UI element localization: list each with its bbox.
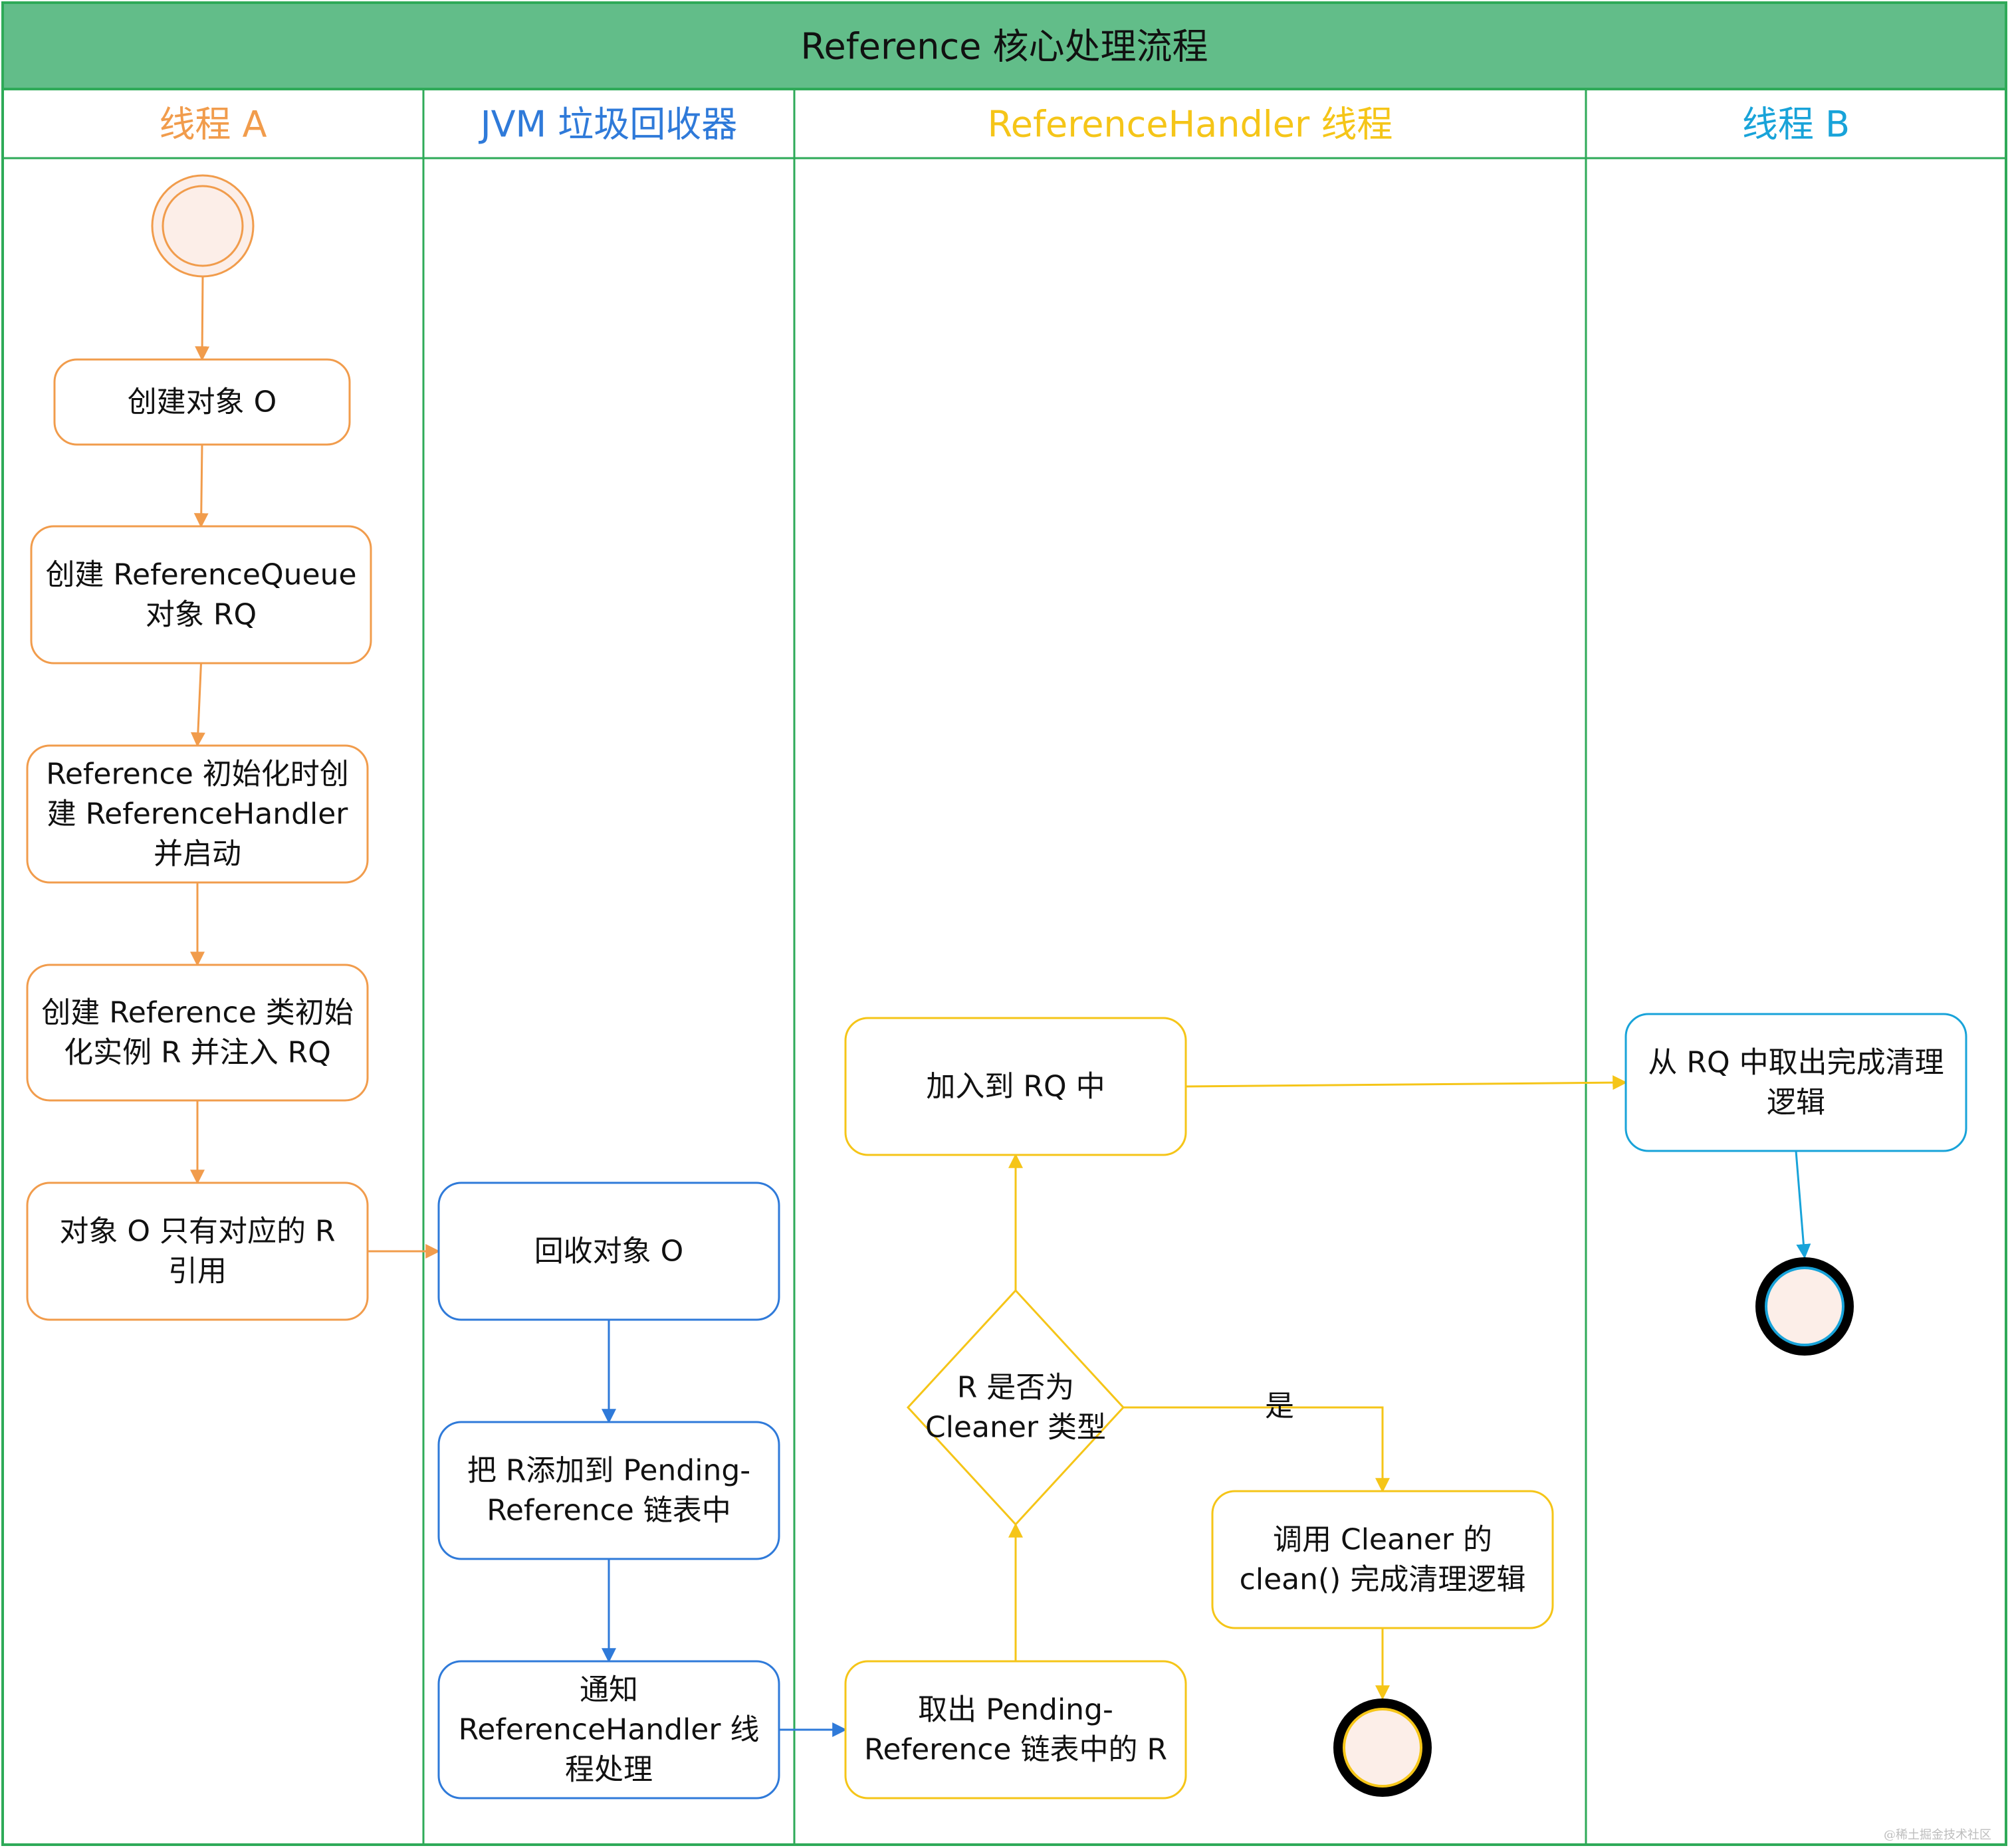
task-box (844, 1660, 1187, 1799)
node-text-line: 程处理 (565, 1753, 653, 1787)
node-end-handler (1333, 1698, 1432, 1797)
arrow-is-cleaner-to-call-clean (1123, 1406, 1390, 1493)
diagram-title: Reference 核心处理流程 (800, 26, 1208, 68)
arrow-create-o-to-create-rq (193, 444, 209, 528)
node-only-r: 对象 O 只有对应的 R 引用 (26, 1181, 369, 1321)
task-box (30, 525, 372, 665)
lane-header-lane-jvm: JVM 垃圾回收器 (479, 104, 738, 146)
edge-label-yes: 是 (1265, 1389, 1294, 1423)
node-text-line: 化实例 R 并注入 RQ (64, 1036, 331, 1070)
node-text-line: 建 ReferenceHandler (47, 797, 349, 831)
node-start (151, 174, 255, 278)
task-box (26, 744, 369, 884)
node-text-line: clean() 完成清理逻辑 (1240, 1563, 1526, 1597)
decision-diamond (906, 1288, 1125, 1526)
node-text-line: Reference 初始化时创 (46, 758, 349, 791)
start-node-inner (162, 185, 244, 267)
end-node-core (1343, 1708, 1422, 1788)
task-box (26, 964, 369, 1102)
title-bar (1, 1, 2007, 90)
lane-header-lane-b: 线程 B (1742, 104, 1850, 146)
task-box (437, 1181, 780, 1321)
node-text-line: 创建 Reference 类初始 (41, 996, 354, 1030)
node-text-line: 逻辑 (1767, 1086, 1825, 1120)
node-gc-o: 回收对象 O (437, 1181, 780, 1321)
node-enqueue: 加入到 RQ 中 (844, 1017, 1187, 1156)
node-text-line: ReferenceHandler 线 (459, 1713, 760, 1747)
node-create-o: 创建对象 O (53, 358, 351, 446)
node-text-line: 引用 (168, 1255, 227, 1288)
node-text-line: 从 RQ 中取出完成清理 (1648, 1046, 1944, 1080)
node-is-cleaner: R 是否为 Cleaner 类型 (906, 1288, 1125, 1526)
node-add-pending: 把 R添加到 Pending- Reference 链表中 (437, 1421, 780, 1560)
arrow-start-to-create-o (195, 276, 210, 361)
node-text-line: 取出 Pending- (918, 1693, 1113, 1727)
node-take-r: 取出 Pending- Reference 链表中的 R (844, 1660, 1187, 1799)
nodes: 创建对象 O 创建 ReferenceQueue 对象 RQ Reference 初始… (26, 174, 1967, 1799)
connectors: 是 (190, 276, 1811, 1737)
node-text-line: 创建 ReferenceQueue (45, 558, 356, 592)
node-text-line: 回收对象 O (534, 1235, 684, 1269)
lane-header-lane-a: 线程 A (159, 104, 267, 146)
node-text-line: Cleaner 类型 (925, 1411, 1106, 1445)
node-text-line: 加入到 RQ 中 (926, 1070, 1105, 1104)
task-box (1624, 1013, 1967, 1152)
task-box (437, 1421, 780, 1560)
task-box (437, 1660, 780, 1799)
task-box (1211, 1490, 1554, 1629)
arrow-poll-rq-to-end-b (1795, 1150, 1811, 1259)
node-call-clean: 调用 Cleaner 的 clean() 完成清理逻辑 (1211, 1490, 1554, 1629)
lane-header-lane-handler: ReferenceHandler 线程 (988, 104, 1393, 146)
task-box (53, 358, 351, 446)
node-text-line: 通知 (580, 1673, 638, 1707)
watermark: @稀土掘金技术社区 (1884, 1828, 1991, 1842)
node-text-line: 并启动 (154, 837, 241, 871)
node-text-line: Reference 链表中的 R (864, 1733, 1167, 1767)
node-text-line: 创建对象 O (128, 385, 277, 419)
task-box (844, 1017, 1187, 1156)
node-text-line: 对象 RQ (146, 598, 257, 632)
node-text-line: 调用 Cleaner 的 (1273, 1523, 1492, 1557)
arrow-create-rq-to-init-handler (190, 663, 205, 748)
node-text-line: R 是否为 (957, 1371, 1075, 1405)
node-text-line: 对象 O 只有对应的 R (59, 1215, 335, 1249)
end-node-core (1765, 1267, 1844, 1346)
node-text-line: Reference 链表中 (487, 1494, 731, 1528)
node-text-line: 把 R添加到 Pending- (467, 1454, 750, 1488)
arrow-enqueue-to-poll-rq (1185, 1075, 1628, 1090)
task-box (26, 1181, 369, 1321)
node-create-rq: 创建 ReferenceQueue 对象 RQ (30, 525, 372, 665)
node-end-b (1755, 1257, 1854, 1356)
